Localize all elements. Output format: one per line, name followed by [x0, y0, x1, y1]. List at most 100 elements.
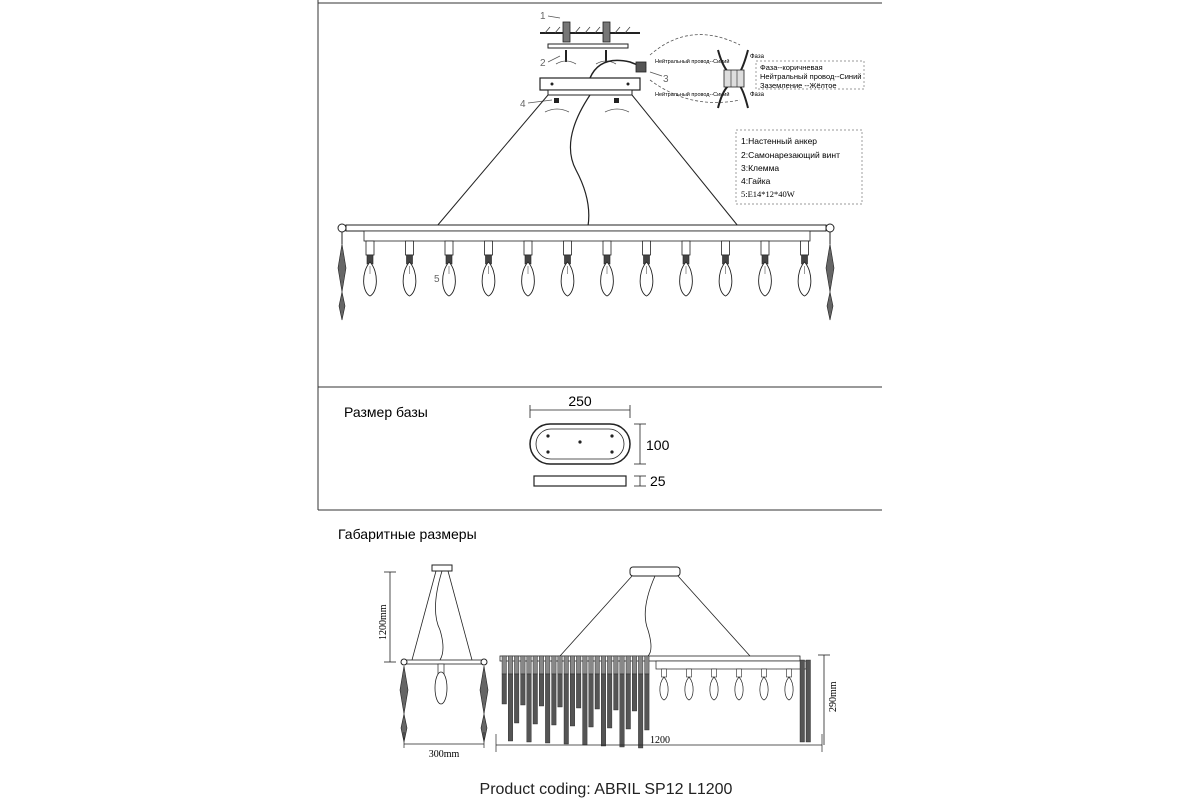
drop-dim-label: 290mm	[828, 681, 839, 712]
bulb-2	[402, 240, 417, 297]
crystal-strand-1	[501, 655, 507, 705]
power-cord	[569, 94, 591, 227]
wiring-neutral-top: Нейтральный провод--Синий	[655, 58, 729, 65]
crystal-strand-9	[551, 655, 557, 726]
front-view: 1200 290mm	[495, 566, 839, 752]
crystal-strand-end-1	[799, 659, 805, 743]
crystal-strand-8	[545, 655, 551, 744]
bulb-11	[758, 240, 772, 297]
bulb-3	[442, 240, 456, 297]
wire-legend-phase: Фаза--коричневая	[760, 63, 823, 72]
base-height-label: 100	[646, 437, 670, 453]
canopy	[539, 77, 641, 91]
crystal-strand-7	[539, 655, 544, 707]
crystal-strand-14	[582, 655, 588, 746]
main-bar	[345, 224, 827, 232]
bulb-5	[521, 240, 535, 297]
front-width-label: 1200	[650, 735, 670, 746]
crystal-strand-17	[601, 655, 606, 747]
crystal-strand-22	[632, 655, 637, 712]
crystal-strand-24	[644, 655, 650, 731]
height-dim-label: 1200mm	[378, 604, 389, 640]
cable-left	[436, 94, 549, 227]
callout-1: 1	[540, 11, 546, 22]
base-width-label: 250	[568, 393, 592, 409]
callout-3: 3	[663, 74, 669, 85]
base-size-title: Размер базы	[344, 404, 428, 420]
part-5: 5:E14*12*40W	[741, 189, 795, 199]
crystal-strand-end-2	[805, 659, 811, 743]
bulb-9	[679, 240, 693, 297]
crystal-strand-12	[570, 655, 575, 727]
crystal-strand-20	[619, 655, 625, 748]
wall-anchor-right	[602, 21, 611, 43]
wire-right-lower	[739, 85, 749, 109]
wiring-neutral-bottom: Нейтральный провод--Синий	[655, 91, 729, 98]
wall-anchor-left	[562, 21, 571, 43]
installation-diagram: 1 2 3 4 5 Нейтральный провод--Синий Нейт…	[337, 11, 865, 321]
base-thickness-label: 25	[650, 473, 666, 489]
crystal-strand-3	[514, 655, 520, 724]
parts-legend-box	[735, 129, 863, 205]
bulb-1	[363, 240, 377, 297]
crystal-fringe	[501, 655, 811, 749]
lower-bar	[363, 230, 811, 242]
bulb-6	[560, 240, 575, 297]
crystal-strand-16	[594, 655, 600, 710]
bulb-8	[639, 240, 654, 297]
crystal-strand-19	[613, 655, 619, 711]
front-bulb-4	[734, 668, 744, 701]
wiring-phase-top: Фаза	[750, 54, 765, 60]
mounting-bracket	[547, 43, 629, 49]
side-width-label: 300mm	[429, 749, 460, 760]
wire-legend-neutral: Нейтральный провод--Синий	[760, 72, 861, 81]
detail-leader-bottom	[649, 79, 741, 103]
wiring-phase-bottom: Фаза	[750, 92, 765, 98]
side-view: 1200mm 300mm	[378, 564, 489, 760]
nut-left	[554, 98, 559, 103]
bulb-7	[600, 240, 614, 297]
crystal-strand-21	[625, 655, 631, 730]
overall-dimensions-section: Габаритные размеры 1200mm 300m	[338, 526, 839, 760]
crystal-strand-11	[563, 655, 569, 745]
callout-5: 5	[434, 274, 440, 285]
base-size-section: Размер базы 250 100 25	[344, 393, 670, 489]
crystal-strand-4	[520, 655, 526, 706]
crystal-strand-6	[532, 655, 538, 725]
overall-dimensions-title: Габаритные размеры	[338, 526, 477, 542]
front-bulb-6	[784, 668, 794, 701]
base-plate-side-view	[533, 475, 627, 487]
product-coding: Product coding: ABRIL SP12 L1200	[480, 781, 733, 798]
wire-right-upper	[739, 49, 749, 73]
bulb-10	[718, 240, 733, 297]
part-3: 3:Клемма	[741, 163, 779, 173]
bulb-12	[797, 240, 812, 297]
bulbs-row	[363, 240, 812, 297]
base-plate-top-view	[529, 423, 631, 465]
part-4: 4:Гайка	[741, 176, 771, 186]
wire-legend-ground: Заземление --Жёлтое	[760, 81, 837, 90]
crystal-strand-2	[508, 655, 513, 742]
cable-right	[631, 94, 739, 227]
front-bulb-3	[709, 668, 719, 701]
crystal-strand-18	[607, 655, 613, 729]
crystal-drop-left	[337, 223, 347, 321]
part-2: 2:Самонарезающий винт	[741, 150, 840, 160]
front-bulb-1	[659, 668, 669, 701]
wire-legend-box	[755, 60, 865, 90]
detail-leader-top	[649, 34, 741, 56]
callout-2: 2	[540, 58, 546, 69]
front-bulbs-row	[659, 668, 794, 701]
crystal-drop-right	[825, 223, 835, 321]
crystal-strand-23	[638, 655, 644, 749]
part-1: 1:Настенный анкер	[741, 136, 817, 146]
terminal-block	[635, 61, 647, 73]
crystal-strand-15	[588, 655, 594, 728]
bulb-4	[481, 240, 496, 297]
front-bulb-5	[759, 668, 769, 701]
wiring-terminal	[723, 69, 745, 88]
crystal-strand-13	[576, 655, 582, 709]
nut-right	[614, 98, 619, 103]
crystal-strand-5	[526, 655, 532, 743]
